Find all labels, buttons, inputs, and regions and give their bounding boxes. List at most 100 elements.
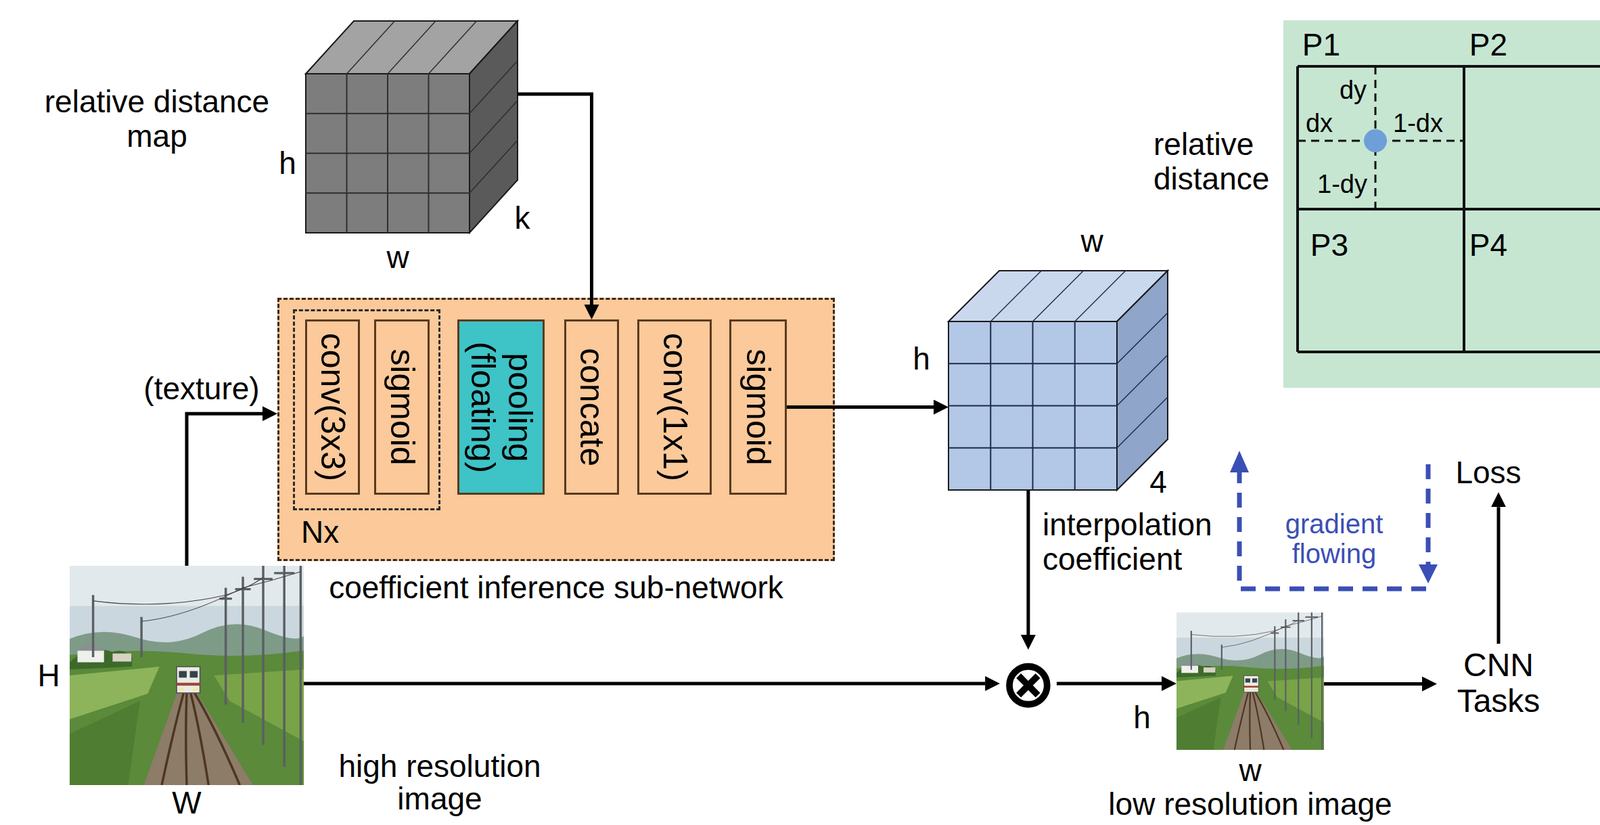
edge-label: (texture) [143,372,260,404]
photo-illustration [1176,612,1324,750]
photo-caption: high resolution image [331,749,548,816]
photo-caption: low resolution image [1101,788,1400,820]
dimension-label: h [1133,701,1151,733]
grid-line [305,152,470,155]
cell-grid [1297,66,1600,352]
dimension-label: w [1238,754,1262,786]
operator-symbol: ⊗ [999,649,1057,718]
connector-arrow [1056,681,1162,686]
dashed-flow-line [1426,464,1431,565]
distance-term: dx [1305,110,1333,136]
point-name: P1 [1302,29,1341,61]
dimension-label: k [514,202,531,234]
layer-box: conv(1x1) [637,319,712,495]
grid-line [948,447,1117,449]
layer-box: sigmoid [374,319,430,495]
repeat-group: Nxconv(3x3)sigmoid [292,309,441,511]
grid-line [428,73,430,233]
coefficient-cube: interpolation coefficient [948,270,1168,490]
cube-front-face [948,321,1117,490]
connector-arrow [303,681,986,686]
grid-line [1033,270,1084,322]
distance-term: 1-dy [1317,171,1368,197]
grid-line [1297,64,1600,68]
layer-box: sigmoid [729,319,787,495]
dimension-label: h [912,343,931,375]
distance-guides [1297,66,1465,210]
loss-block: Loss [1452,452,1524,493]
dimension-label: W [171,786,201,818]
gradient-flow-arrow [1229,450,1438,589]
layer-box: pooling (floating) [457,319,545,495]
layer-name: conv(1x1) [656,324,694,490]
grid-line [347,20,396,74]
flow-arrow-head [1418,564,1438,584]
grid-line [469,100,518,154]
grid-line [948,405,1117,407]
connector-arrow [1026,489,1030,635]
dimension-label: 4 [1149,466,1168,498]
repeat-count: Nx [301,516,383,548]
dashed-guide [1297,140,1465,143]
grid-line [428,20,477,74]
panel-caption: coefficient inference sub-network [277,570,835,605]
grid-line [469,60,518,114]
distance-map-cube: relative distance map [305,20,518,233]
multiply-operator: ⊗ [999,649,1057,718]
point-name: P4 [1469,229,1508,261]
connector-arrow [1497,506,1501,644]
photo-illustration [69,565,304,785]
sample-point [1363,129,1387,153]
layer-name: sigmoid [383,324,421,490]
dimension-label: H [37,659,60,691]
cube-side-face [1116,270,1168,490]
flow-note: gradient flowing [1269,508,1399,569]
cube-shape [305,20,518,233]
dimension-label: w [386,241,409,273]
distance-term: 1-dx [1392,110,1444,136]
dimension-label: h [278,147,297,179]
dashed-guide [1374,66,1377,210]
grid-line [1297,350,1600,354]
connector-arrow [786,405,934,409]
photo-image [69,565,304,785]
distance-panel: relative distance [1283,20,1600,388]
cube-side-face [469,20,518,233]
cube-caption: interpolation coefficient [1042,507,1224,576]
task-block: CNN Tasks [1436,643,1561,724]
grid-line [1116,355,1168,406]
grid-line [1462,66,1466,352]
point-name: P3 [1310,229,1349,261]
grid-line [469,140,518,193]
point-name: P2 [1469,29,1508,61]
connector-arrow [1323,681,1423,686]
grid-line [387,20,436,74]
grid-line [1297,207,1600,211]
grid-line [1116,312,1168,364]
layer-name: sigmoid [739,324,777,490]
layer-name: concate [573,324,611,490]
connector-arrow [186,413,263,566]
cube-front-face [305,73,470,233]
distance-term: dy [1339,77,1367,103]
flow-arrow-head [1229,450,1249,473]
input-photo: high resolution image [69,565,304,785]
grid-line [1075,270,1126,322]
layer-name: conv(3x3) [313,324,352,490]
layer-box: conv(3x3) [305,319,360,495]
panel-caption: relative distance [1153,127,1276,196]
dimension-label: w [1080,225,1103,257]
subnetwork-panel: coefficient inference sub-networkNxconv(… [277,297,835,561]
grid-line [1296,66,1299,352]
connector-arrow [517,94,592,305]
output-photo: low resolution image [1176,612,1324,750]
cube-caption: relative distance map [38,84,276,153]
grid-line [1074,321,1076,490]
grid-line [990,270,1042,322]
dashed-flow-line [1239,472,1427,589]
layer-box: concate [564,319,620,495]
grid-line [1116,397,1168,448]
